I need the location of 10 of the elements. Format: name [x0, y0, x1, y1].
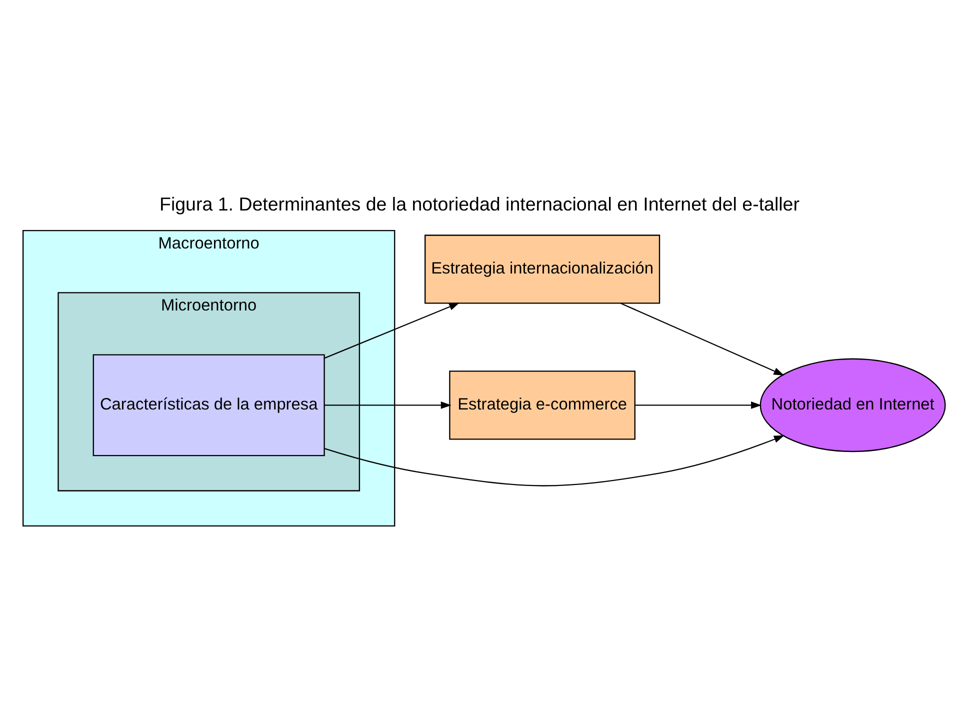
- arrow: [324, 434, 784, 486]
- node-box: Estrategia internacionalización: [424, 234, 660, 304]
- arrow: [324, 401, 451, 408]
- arrow: [324, 302, 460, 358]
- node-ellipse: Notoriedad en Internet: [759, 358, 946, 452]
- arrow: [634, 401, 762, 408]
- node-box: Características de la empresa: [92, 354, 324, 456]
- arrow: [620, 302, 784, 375]
- node-box: Estrategia e-commerce: [448, 370, 635, 440]
- diagram-title: Figura 1. Determinantes de la notoriedad internacional en Internet del e-taller: [159, 192, 799, 214]
